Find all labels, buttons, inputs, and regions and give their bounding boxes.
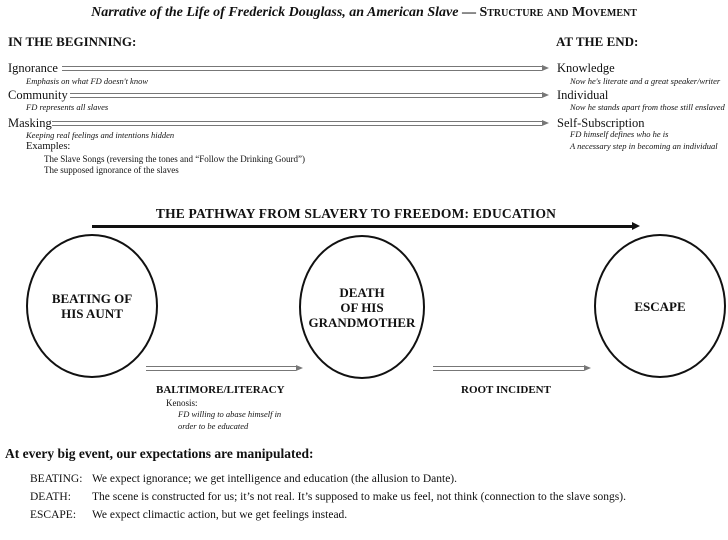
row-arrow — [52, 121, 542, 126]
example-item: The supposed ignorance of the slaves — [44, 165, 179, 175]
expectation-text: We expect ignorance; we get intelligence… — [92, 473, 458, 485]
pathway-arrow-shaft — [92, 225, 632, 228]
row-arrowhead — [542, 64, 549, 71]
kenosis-label: Kenosis: — [166, 398, 198, 408]
row-arrow — [70, 93, 542, 98]
row-left-note: Keeping real feelings and intentions hid… — [26, 130, 175, 140]
event-circle-death: DEATH OF HIS GRANDMOTHER — [299, 235, 425, 379]
title-dash: — — [458, 5, 480, 20]
page-title: Narrative of the Life of Frederick Dougl… — [0, 5, 728, 21]
row-right-term: Self-Subscription — [557, 116, 645, 130]
row-left-term: Ignorance — [8, 61, 58, 75]
pathway-arrowhead — [632, 222, 640, 230]
link-label-root: ROOT INCIDENT — [461, 384, 551, 396]
row-right-note: FD himself defines who he is — [570, 129, 669, 139]
right-heading: AT THE END: — [556, 34, 639, 49]
example-item: The Slave Songs (reversing the tones and… — [44, 154, 305, 164]
examples-label: Examples: — [26, 141, 71, 152]
row-left-term: Community — [8, 88, 68, 102]
row-left-note: FD represents all slaves — [26, 102, 109, 112]
expectation-key: DEATH: — [30, 491, 71, 503]
event-circle-beating: BEATING OF HIS AUNT — [26, 234, 158, 378]
row-right-term: Knowledge — [557, 61, 615, 75]
expectation-key: BEATING: — [30, 473, 83, 485]
expectation-key: ESCAPE: — [30, 509, 77, 521]
row-right-note: Now he's literate and a great speaker/wr… — [570, 76, 721, 86]
row-right-term: Individual — [557, 88, 609, 102]
expectation-text: The scene is constructed for us; it’s no… — [92, 491, 626, 503]
row-right-note: Now he stands apart from those still ens… — [570, 102, 725, 112]
title-subtitle: Structure and Movement — [479, 5, 637, 20]
link-arrow-baltimore — [146, 366, 296, 371]
row-arrowhead — [542, 119, 549, 126]
row-arrowhead — [542, 91, 549, 98]
link-arrowhead — [584, 364, 591, 371]
event-circle-label: BEATING OF HIS AUNT — [51, 291, 133, 321]
link-arrow-root — [433, 366, 584, 371]
row-left-note: Emphasis on what FD doesn't know — [26, 76, 148, 86]
row-left-term: Masking — [8, 116, 52, 130]
expectation-row: BEATING: We expect ignorance; we get inte… — [30, 473, 457, 485]
title-book: Narrative of the Life of Frederick Dougl… — [91, 5, 459, 20]
event-circle-label: ESCAPE — [634, 298, 686, 314]
expectation-row: DEATH: The scene is constructed for us; i… — [30, 491, 626, 503]
expectations-heading: At every big event, our expectations are… — [5, 446, 314, 461]
link-label-baltimore: BALTIMORE/LITERACY — [156, 384, 285, 396]
kenosis-note: FD willing to abase himself in — [178, 409, 282, 419]
left-heading: IN THE BEGINNING: — [8, 34, 137, 49]
pathway-title: THE PATHWAY FROM SLAVERY TO FREEDOM: EDU… — [155, 206, 557, 221]
row-arrow — [62, 66, 542, 71]
event-circle-label: DEATH OF HIS GRANDMOTHER — [308, 284, 416, 330]
event-circle-escape: ESCAPE — [594, 234, 726, 378]
kenosis-note: order to be educated — [178, 421, 249, 431]
link-arrowhead — [296, 364, 303, 371]
expectation-text: We expect climactic action, but we get f… — [92, 509, 348, 521]
expectation-row: ESCAPE: We expect climactic action, but w… — [30, 509, 347, 521]
row-right-note-2: A necessary step in becoming an individu… — [570, 141, 718, 151]
